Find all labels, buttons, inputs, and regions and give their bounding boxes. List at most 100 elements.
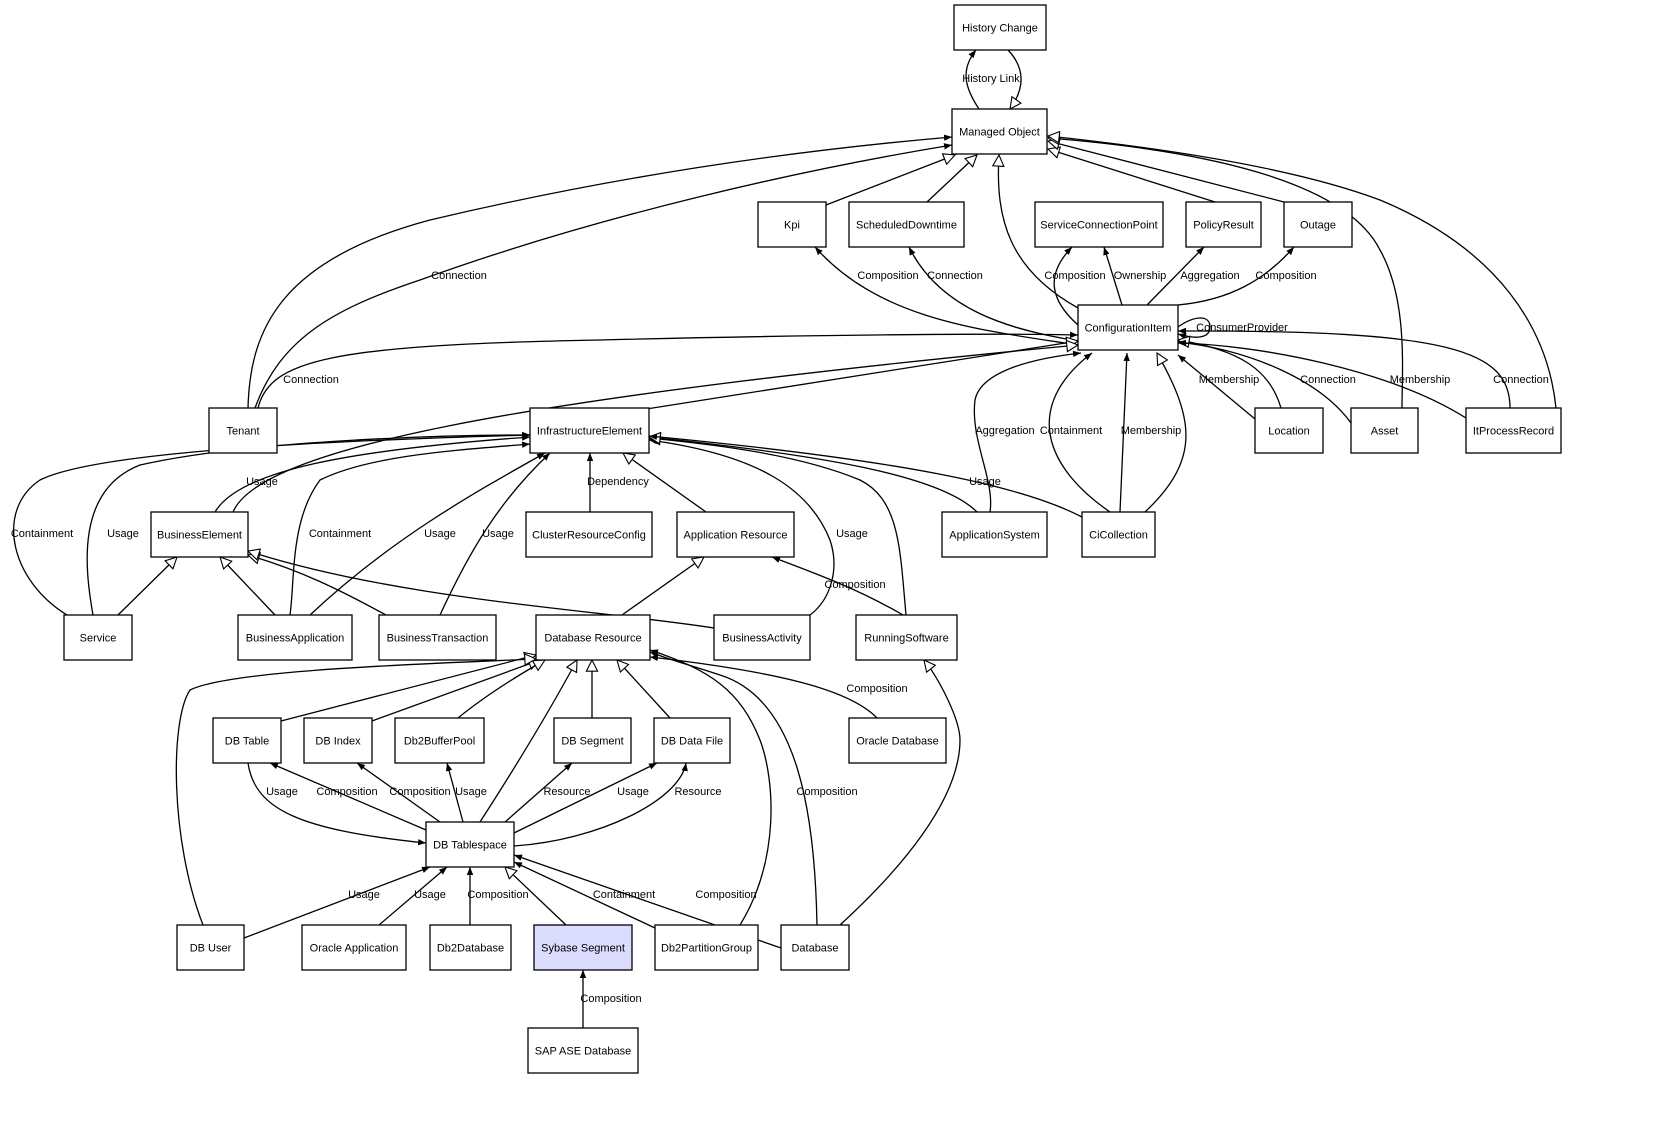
node-label: RunningSoftware <box>864 633 948 645</box>
node-infrastructure-element[interactable]: InfrastructureElement <box>529 407 650 454</box>
node-oracle-database[interactable]: Oracle Database <box>848 717 947 764</box>
inheritance-arrow <box>926 155 977 203</box>
edge-label: Membership <box>1199 374 1260 386</box>
edge-label: Containment <box>1040 425 1102 437</box>
node-business-element[interactable]: BusinessElement <box>150 511 249 558</box>
node-configuration-item[interactable]: ConfigurationItem <box>1077 304 1179 351</box>
node-business-activity[interactable]: BusinessActivity <box>713 614 811 661</box>
edge-label: Connection <box>1300 374 1356 386</box>
edge-business-application-to-infrastructure-element <box>289 441 531 616</box>
node-db2-database[interactable]: Db2Database <box>429 924 512 971</box>
association-arrow <box>446 762 464 823</box>
node-db-user[interactable]: DB User <box>176 924 245 971</box>
edge-label: Containment <box>593 889 655 901</box>
edge-business-transaction-to-infrastructure-element <box>439 452 551 616</box>
node-it-process-record[interactable]: ItProcessRecord <box>1465 407 1562 454</box>
node-business-transaction[interactable]: BusinessTransaction <box>378 614 497 661</box>
association-arrow <box>378 866 448 926</box>
node-db-table[interactable]: DB Table <box>212 717 282 764</box>
association-arrow <box>1146 246 1205 306</box>
node-label: Oracle Database <box>856 736 939 748</box>
node-ci-collection[interactable]: CiCollection <box>1081 511 1156 558</box>
node-service-connection-point[interactable]: ServiceConnectionPoint <box>1034 201 1164 248</box>
node-application-resource[interactable]: Application Resource <box>676 511 795 558</box>
inheritance-arrow <box>117 557 177 616</box>
edge-db2-partition-group-to-database-resource <box>649 649 772 926</box>
edge-it-process-record-to-managed-object <box>1048 136 1557 409</box>
node-database[interactable]: Database <box>780 924 850 971</box>
node-label: InfrastructureElement <box>537 426 642 438</box>
edge-service-to-infrastructure-element <box>86 431 531 616</box>
edge-oracle-database-to-database-resource <box>649 654 878 719</box>
node-managed-object[interactable]: Managed Object <box>951 108 1048 155</box>
edge-db-tablespace-to-db-index <box>356 762 441 823</box>
node-label: DB Data File <box>661 736 723 748</box>
node-label: DB Tablespace <box>433 840 507 852</box>
node-db-segment[interactable]: DB Segment <box>553 717 632 764</box>
edge-db-user-to-db-tablespace <box>243 866 431 939</box>
node-service[interactable]: Service <box>63 614 133 661</box>
edge-business-element-to-infrastructure-element <box>214 434 531 513</box>
node-oracle-application[interactable]: Oracle Application <box>301 924 407 971</box>
node-kpi[interactable]: Kpi <box>757 201 827 248</box>
edge-business-application-to-infrastructure-element <box>309 452 546 616</box>
association-arrow <box>1177 246 1295 306</box>
node-db-tablespace[interactable]: DB Tablespace <box>425 821 515 868</box>
node-policy-result[interactable]: PolicyResult <box>1185 201 1262 248</box>
inheritance-arrow <box>1048 136 1557 409</box>
edge-application-system-to-configuration-item <box>973 350 1082 513</box>
edge-business-application-to-business-element <box>220 557 276 616</box>
edge-label: History Link <box>962 73 1020 85</box>
node-box <box>1283 201 1353 248</box>
inheritance-arrow <box>505 867 567 926</box>
association-arrow <box>1053 246 1079 326</box>
inheritance-arrow <box>621 557 704 616</box>
association-arrow <box>814 246 1079 346</box>
node-label: Service <box>80 633 117 645</box>
node-box <box>150 511 249 558</box>
edge-label: Ownership <box>1114 270 1167 282</box>
node-application-system[interactable]: ApplicationSystem <box>941 511 1048 558</box>
association-arrow <box>247 762 427 846</box>
node-scheduled-downtime[interactable]: ScheduledDowntime <box>848 201 965 248</box>
node-db-data-file[interactable]: DB Data File <box>653 717 731 764</box>
edge-database-to-running-software <box>839 660 961 926</box>
node-box <box>713 614 811 661</box>
node-box <box>780 924 850 971</box>
node-box <box>425 821 515 868</box>
edge-label: Connection <box>283 374 339 386</box>
edge-label: Composition <box>467 889 528 901</box>
edge-database-resource-to-application-resource <box>621 557 704 616</box>
node-db2-partition-group[interactable]: Db2PartitionGroup <box>654 924 759 971</box>
node-db2-buffer-pool[interactable]: Db2BufferPool <box>394 717 485 764</box>
node-box <box>1081 511 1156 558</box>
node-running-software[interactable]: RunningSoftware <box>855 614 958 661</box>
node-history-change[interactable]: History Change <box>953 4 1047 51</box>
edge-database-to-database-resource <box>649 651 818 926</box>
node-location[interactable]: Location <box>1254 407 1324 454</box>
node-label: BusinessElement <box>157 530 242 542</box>
edge-application-resource-to-infrastructure-element <box>623 453 707 513</box>
association-arrow <box>1119 352 1130 513</box>
association-arrow <box>243 866 431 939</box>
node-label: ItProcessRecord <box>1473 426 1554 438</box>
node-sybase-segment[interactable]: Sybase Segment <box>533 924 633 971</box>
edge-label: Usage <box>424 528 456 540</box>
node-outage[interactable]: Outage <box>1283 201 1353 248</box>
node-db-index[interactable]: DB Index <box>303 717 373 764</box>
edge-outage-to-managed-object <box>1048 141 1285 203</box>
node-cluster-resource-config[interactable]: ClusterResourceConfig <box>525 511 653 558</box>
node-box <box>941 511 1048 558</box>
node-database-resource[interactable]: Database Resource <box>535 614 651 661</box>
node-sap-ase-database[interactable]: SAP ASE Database <box>527 1027 639 1074</box>
node-label: Db2Database <box>437 943 504 955</box>
inheritance-arrow <box>1144 353 1187 513</box>
node-label: PolicyResult <box>1193 220 1254 232</box>
edge-label: Containment <box>11 528 73 540</box>
association-arrow <box>513 762 688 847</box>
node-tenant[interactable]: Tenant <box>208 407 278 454</box>
association-arrow <box>257 331 1079 409</box>
node-asset[interactable]: Asset <box>1350 407 1419 454</box>
node-business-application[interactable]: BusinessApplication <box>237 614 353 661</box>
edge-label: Membership <box>1121 425 1182 437</box>
